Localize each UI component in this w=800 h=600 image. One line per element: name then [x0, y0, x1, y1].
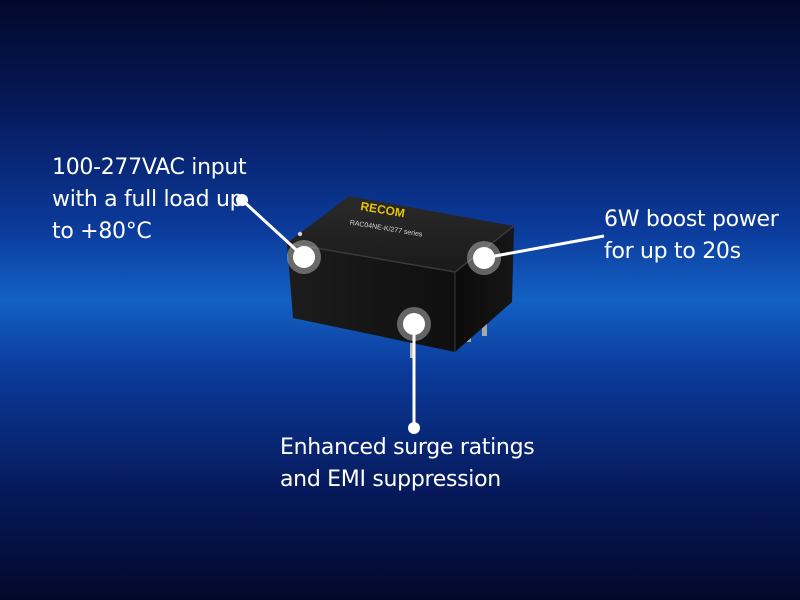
callout-line: with a full load up — [52, 187, 244, 212]
connector-lines — [240, 198, 605, 428]
highlight-marker-boost — [467, 241, 501, 275]
callout-line: Enhanced surge ratings — [280, 435, 535, 460]
highlight-marker-input — [287, 240, 321, 274]
highlight-marker-surge — [397, 307, 431, 341]
connector-input — [240, 198, 306, 259]
callout-line: to +80°C — [52, 219, 152, 244]
connector-end-dot — [408, 422, 420, 434]
callout-boost-text: 6W boost power for up to 20s — [604, 204, 779, 268]
callout-line: for up to 20s — [604, 239, 741, 264]
callout-surge-text: Enhanced surge ratings and EMI suppressi… — [280, 432, 535, 496]
connector-end-dot — [236, 194, 248, 206]
callout-line: 100-277VAC input — [52, 155, 247, 180]
callout-input-text: 100-277VAC input with a full load up to … — [52, 152, 247, 248]
module-top-face — [287, 196, 514, 272]
pin1-marker — [297, 231, 303, 237]
module-side-face — [455, 226, 514, 352]
power-module: RECOM RAC04NE-K/277 series — [286, 196, 515, 358]
connector-boost — [483, 234, 605, 260]
callout-line: 6W boost power — [604, 207, 779, 232]
callout-line: and EMI suppression — [280, 467, 501, 492]
